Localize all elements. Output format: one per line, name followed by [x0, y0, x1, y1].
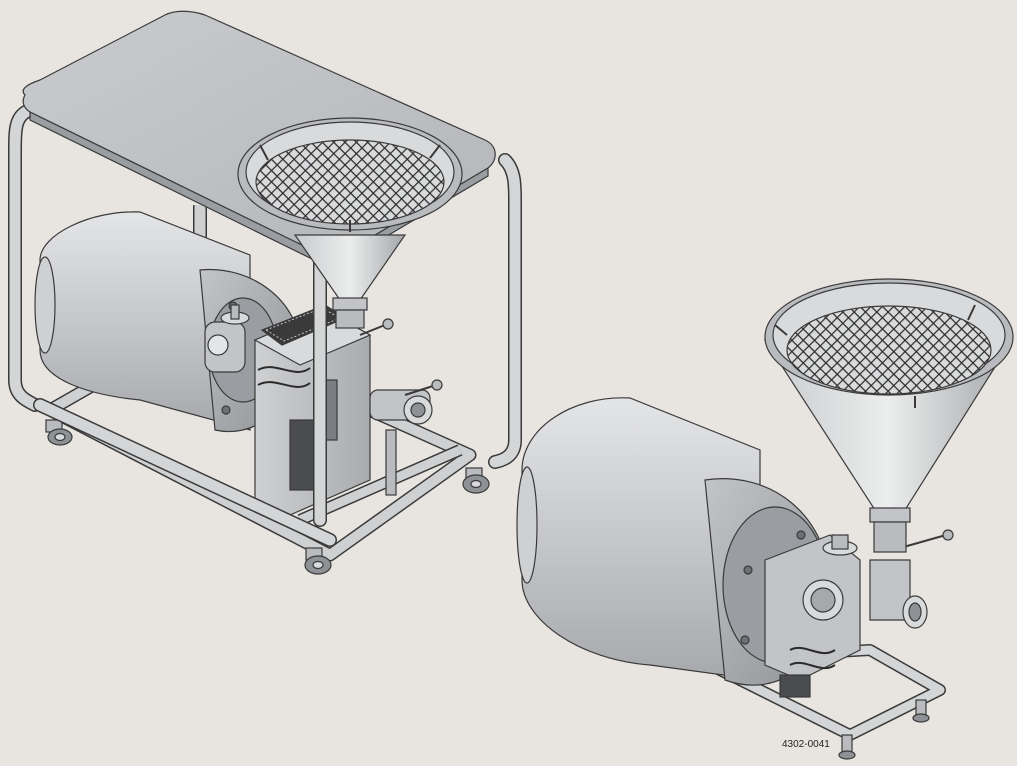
- left-mixer-unit: [8, 10, 522, 575]
- left-caster-wheels: [45, 419, 490, 575]
- right-mixer-unit: [516, 278, 1014, 760]
- right-mesh-screen: [786, 305, 992, 395]
- right-outlet-pipe: [869, 529, 954, 629]
- caster-wheel: [304, 547, 332, 575]
- caster-wheel: [462, 467, 490, 494]
- caster-wheel: [45, 419, 73, 446]
- left-hopper: [237, 117, 463, 329]
- right-cone-hopper: [763, 278, 1014, 553]
- left-pump-head: [204, 304, 250, 373]
- right-pump-casing: [764, 534, 861, 698]
- left-frame-tubes: [8, 103, 522, 547]
- left-control-box: [253, 304, 372, 516]
- left-mesh-screen: [255, 139, 445, 225]
- drawing-number-label: 4302-0041: [782, 739, 830, 750]
- left-outlet-valve: [359, 318, 443, 496]
